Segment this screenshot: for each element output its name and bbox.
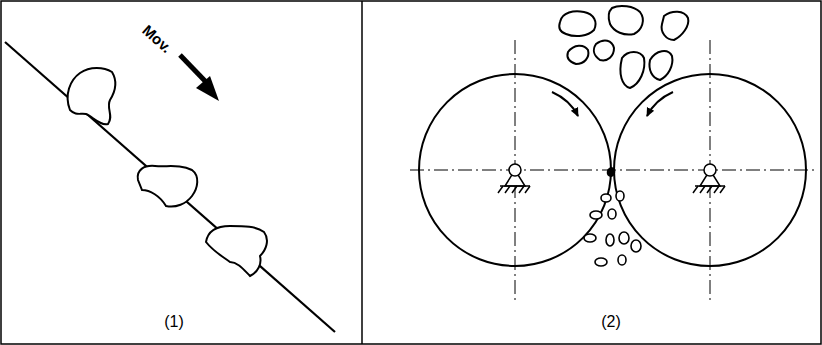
roller bbox=[614, 74, 806, 266]
center-lines bbox=[410, 40, 815, 300]
incline bbox=[5, 42, 335, 332]
motion-label: Mov. bbox=[140, 22, 175, 55]
rotation-arrow bbox=[647, 92, 673, 116]
panel-number: (2) bbox=[601, 314, 621, 330]
crushed-fragments bbox=[584, 168, 641, 266]
movement-arrow bbox=[180, 55, 219, 101]
rotation-arrow bbox=[552, 92, 578, 116]
panel-number: (1) bbox=[164, 314, 184, 330]
rocks bbox=[68, 68, 267, 276]
pivot-support bbox=[498, 164, 725, 193]
roller bbox=[419, 74, 611, 266]
divider bbox=[361, 1, 363, 344]
feed-lumps bbox=[559, 6, 688, 88]
